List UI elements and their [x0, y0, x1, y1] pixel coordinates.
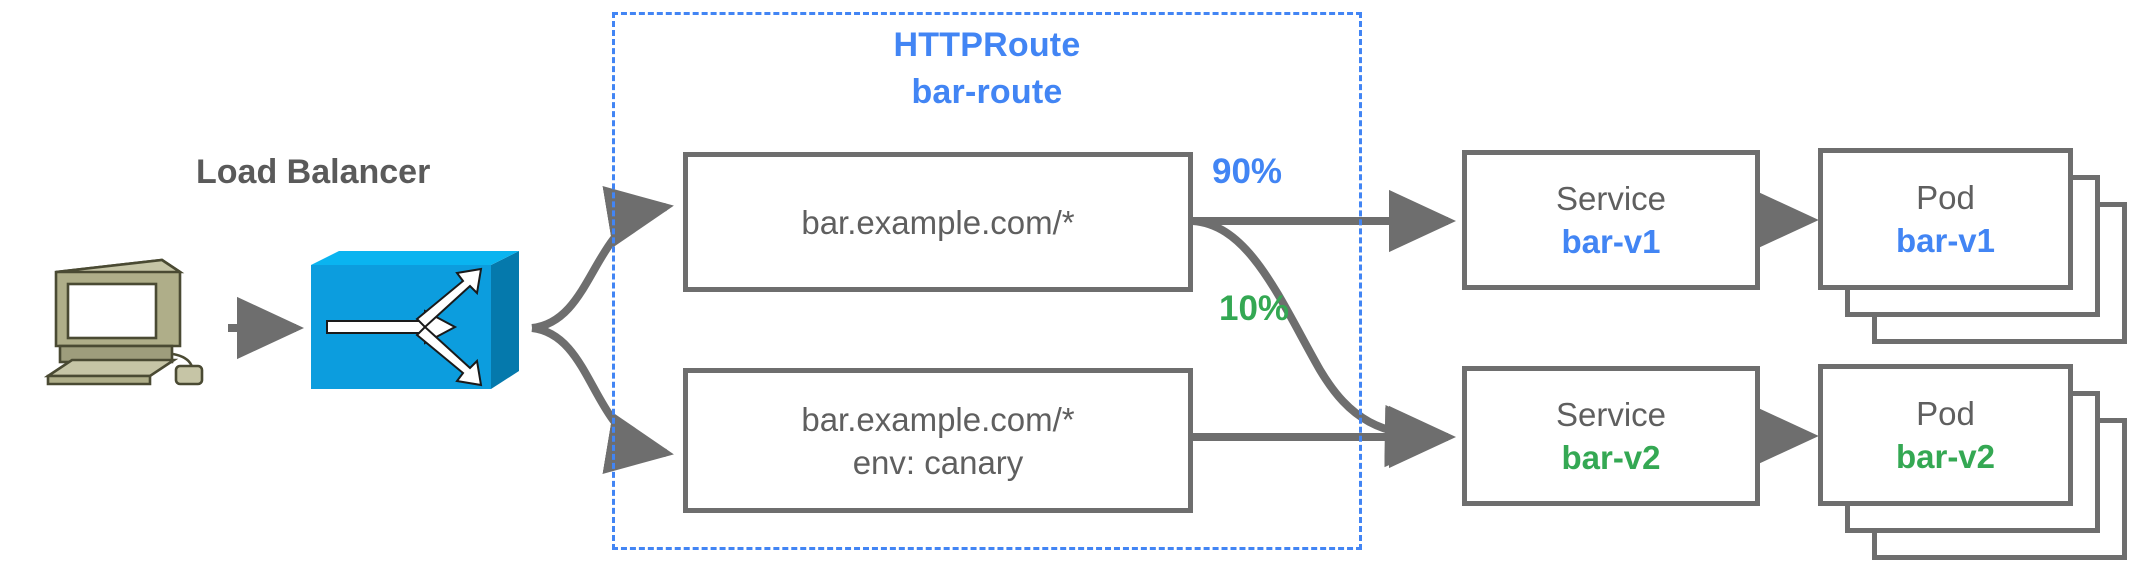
pod-stack-bar-v2[interactable]: Pod bar-v2 — [1818, 364, 2128, 562]
httproute-kind-label: HTTPRoute — [893, 26, 1081, 64]
service-box-bar-v2[interactable]: Service bar-v2 — [1462, 366, 1760, 506]
pod-kind-label: Pod — [1916, 395, 1975, 432]
load-balancer-label: Load Balancer — [196, 153, 431, 191]
httproute-group-title: HTTPRoute bar-route — [612, 22, 1362, 116]
pod-name-label: bar-v1 — [1895, 222, 1996, 259]
pod-kind-label: Pod — [1916, 179, 1975, 216]
pod-card-bar-v2[interactable]: Pod bar-v2 — [1818, 364, 2073, 506]
service-kind-label: Service — [1555, 396, 1667, 433]
traffic-weight-label-canary: 10% — [1219, 289, 1290, 328]
load-balancer-icon — [311, 251, 519, 389]
route-rule-match-hostname: bar.example.com/* — [801, 203, 1075, 241]
pod-card-bar-v1[interactable]: Pod bar-v1 — [1818, 148, 2073, 290]
pod-stack-bar-v1[interactable]: Pod bar-v1 — [1818, 148, 2128, 346]
desktop-computer-icon — [44, 258, 204, 386]
pod-name-label: bar-v2 — [1895, 438, 1996, 475]
route-rule-box-canary[interactable]: bar.example.com/* env: canary — [683, 368, 1193, 513]
httproute-name-label: bar-route — [911, 73, 1063, 111]
service-name-label: bar-v1 — [1561, 223, 1661, 260]
service-name-label: bar-v2 — [1561, 439, 1661, 476]
service-kind-label: Service — [1555, 180, 1667, 217]
route-rule-box-primary[interactable]: bar.example.com/* — [683, 152, 1193, 292]
route-rule-match-header: env: canary — [852, 443, 1024, 481]
route-rule-match-hostname: bar.example.com/* — [801, 400, 1075, 438]
traffic-weight-label-primary: 90% — [1212, 152, 1283, 191]
service-box-bar-v1[interactable]: Service bar-v1 — [1462, 150, 1760, 290]
httproute-group-boundary — [612, 12, 1362, 550]
